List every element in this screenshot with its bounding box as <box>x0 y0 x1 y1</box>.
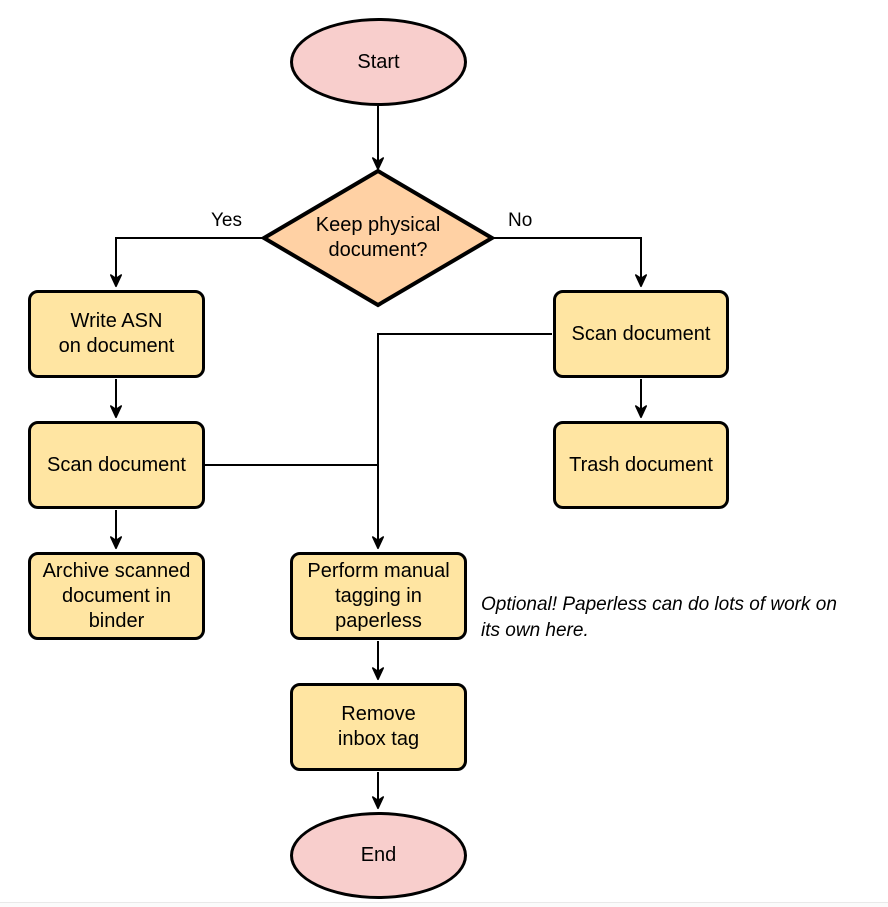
page-bottom-divider <box>0 902 888 907</box>
node-scan-document-right: Scan document <box>553 290 729 378</box>
node-start: Start <box>290 18 467 106</box>
node-write-asn-on-document: Write ASN on document <box>28 290 205 378</box>
node-end: End <box>290 812 467 899</box>
node-decision-label: Keep physical document? <box>315 214 441 261</box>
node-decision-diamond <box>260 168 496 308</box>
node-scan-document-left: Scan document <box>28 421 205 509</box>
node-perform-manual-tagging: Perform manual tagging in paperless <box>290 552 467 640</box>
edge-scan-right-to-tagging <box>372 333 552 550</box>
edge-decision-yes-to-write-asn <box>110 237 265 288</box>
optional-note: Optional! Paperless can do lots of work … <box>481 594 837 641</box>
edge-label-yes: Yes <box>211 210 242 231</box>
edge-decision-no-to-scan-right <box>492 237 647 288</box>
node-remove-inbox-tag: Remove inbox tag <box>290 683 467 771</box>
node-trash-document: Trash document <box>553 421 729 509</box>
node-archive-scanned-document: Archive scanned document in binder <box>28 552 205 640</box>
edge-label-no: No <box>508 210 533 231</box>
